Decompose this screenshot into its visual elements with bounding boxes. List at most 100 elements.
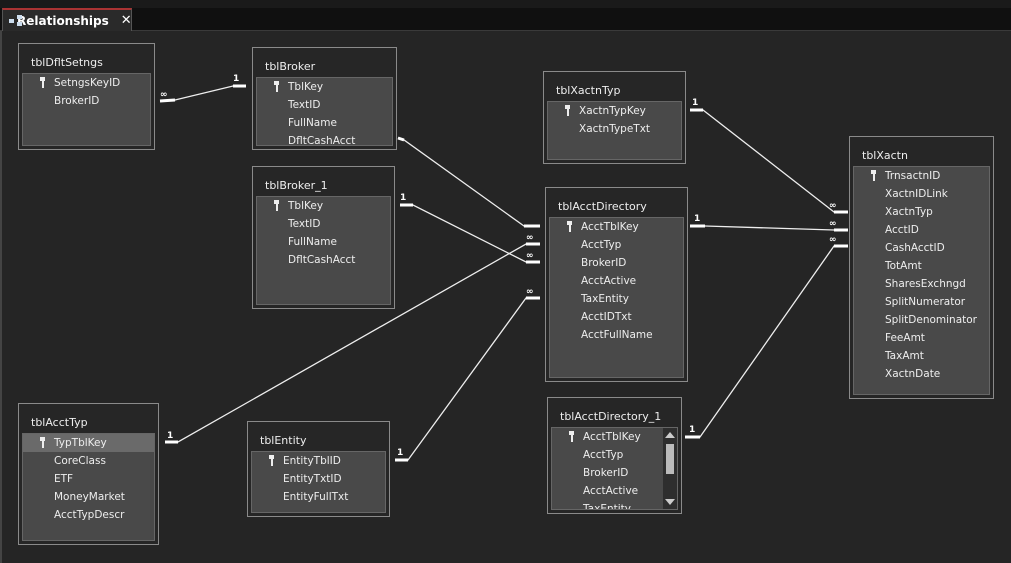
field-row[interactable]: FullName [257, 114, 392, 132]
field-row[interactable]: TblKey [257, 78, 392, 96]
field-row[interactable]: AcctIDTxt [550, 308, 683, 326]
field-name: SplitNumerator [885, 296, 966, 308]
field-row[interactable]: XactnTypeTxt [548, 120, 681, 138]
table-title[interactable]: tblAcctDirectory [558, 200, 647, 213]
field-row[interactable]: SharesExchngd [854, 275, 989, 293]
field-row[interactable]: TrnsactnID [854, 167, 989, 185]
field-row[interactable]: AcctTyp [552, 446, 677, 464]
field-row[interactable]: BrokerID [550, 254, 683, 272]
field-row[interactable]: FeeAmt [854, 329, 989, 347]
relationship-line[interactable] [685, 245, 848, 438]
one-label: 1 [689, 425, 695, 435]
field-name: CashAcctID [885, 242, 945, 254]
field-row[interactable]: AcctID [854, 221, 989, 239]
relationship-line[interactable] [690, 109, 848, 213]
field-row[interactable]: MoneyMarket [23, 488, 154, 506]
field-row[interactable]: EntityTblID [252, 452, 385, 470]
field-name: AcctTblKey [581, 221, 639, 233]
field-row[interactable]: EntityFullTxt [252, 488, 385, 506]
field-row[interactable]: SetngsKeyID [23, 74, 150, 92]
field-row[interactable]: AcctTblKey [552, 428, 677, 446]
field-row[interactable]: TaxEntity [550, 290, 683, 308]
tab-relationships[interactable]: Relationships ✕ [2, 8, 132, 31]
scroll-up-icon[interactable] [665, 432, 675, 438]
field-row[interactable]: SplitDenominator [854, 311, 989, 329]
field-row[interactable]: AcctActive [552, 482, 677, 500]
table-title[interactable]: tblEntity [260, 434, 307, 447]
field-row[interactable]: XactnDate [854, 365, 989, 383]
field-row[interactable]: BrokerID [552, 464, 677, 482]
many-label: ∞ [829, 219, 837, 229]
table-title[interactable]: tblAcctTyp [31, 416, 88, 429]
relationship-line[interactable] [400, 204, 540, 263]
field-row[interactable]: AcctTblKey [550, 218, 683, 236]
field-name: EntityTblID [283, 455, 341, 467]
field-row[interactable]: SplitNumerator [854, 293, 989, 311]
relationship-line[interactable] [690, 225, 848, 231]
field-row[interactable]: CoreClass [23, 452, 154, 470]
title-bar [0, 0, 1011, 8]
field-list[interactable]: SetngsKeyID BrokerID [22, 73, 151, 146]
table-title[interactable]: tblBroker_1 [265, 179, 328, 192]
table-title[interactable]: tblXactnTyp [556, 84, 621, 97]
field-name: BrokerID [54, 95, 100, 107]
field-row[interactable]: AcctActive [550, 272, 683, 290]
field-name: TrnsactnID [885, 170, 941, 182]
field-row[interactable]: XactnTypKey [548, 102, 681, 120]
field-row[interactable]: CashAcctID [854, 239, 989, 257]
field-row[interactable]: TextID [257, 215, 390, 233]
relationship-line[interactable] [165, 243, 540, 443]
field-row[interactable]: DfltCashAcct [257, 132, 392, 145]
field-row[interactable]: FullName [257, 233, 390, 251]
relationship-line[interactable] [397, 137, 540, 227]
field-row[interactable]: TaxAmt [854, 347, 989, 365]
field-row[interactable]: TypTblKey [23, 434, 154, 452]
primary-key-icon [40, 77, 45, 88]
close-tab-icon[interactable]: ✕ [120, 13, 132, 28]
field-row[interactable]: AcctTypDescr [23, 506, 154, 524]
field-row[interactable]: BrokerID [23, 92, 150, 110]
field-row[interactable]: XactnIDLink [854, 185, 989, 203]
field-row[interactable]: AcctFullName [550, 326, 683, 344]
field-name: XactnTypKey [579, 105, 646, 117]
field-name: AcctActive [583, 485, 639, 497]
field-name: TypTblKey [54, 437, 107, 449]
scroll-down-icon[interactable] [665, 499, 675, 505]
field-row[interactable]: AcctTyp [550, 236, 683, 254]
relationship-line[interactable] [395, 297, 540, 461]
field-row[interactable]: TextID [257, 96, 392, 114]
field-row[interactable]: DfltCashAcct [257, 251, 390, 269]
table-title[interactable]: tblDfltSetngs [31, 56, 103, 69]
field-row[interactable]: EntityTxtID [252, 470, 385, 488]
scrollbar[interactable] [663, 428, 677, 509]
table-title[interactable]: tblBroker [265, 60, 316, 73]
table-title[interactable]: tblAcctDirectory_1 [560, 410, 662, 423]
field-row[interactable]: TaxEntity [552, 500, 677, 509]
table-title[interactable]: tblXactn [862, 149, 908, 162]
field-name: SharesExchngd [885, 278, 966, 290]
field-row[interactable]: TotAmt [854, 257, 989, 275]
field-row[interactable]: XactnTyp [854, 203, 989, 221]
field-name: TaxEntity [581, 293, 629, 305]
scroll-thumb[interactable] [666, 444, 674, 474]
field-row[interactable]: TblKey [257, 197, 390, 215]
field-row[interactable]: ETF [23, 470, 154, 488]
many-label: ∞ [526, 287, 534, 297]
